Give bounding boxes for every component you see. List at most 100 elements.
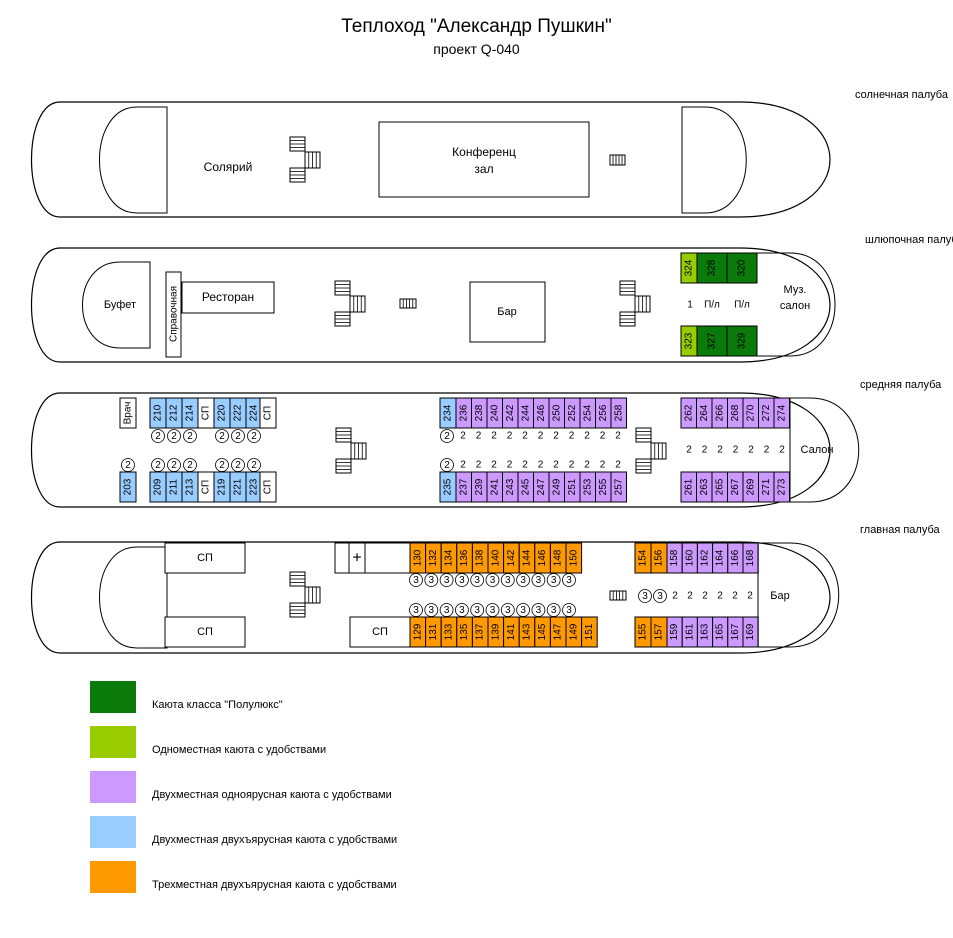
main-deck-cabin-number-136: 136: [459, 549, 470, 566]
sun-deck-bow-area: [681, 106, 747, 214]
boat-deck-buffet-label: Буфет: [104, 299, 136, 311]
main-deck-berth-mid-bottom-3: [454, 603, 469, 617]
legend-label-double-two-tier: Двухместная двухъярусная каюта с удобств…: [152, 834, 398, 846]
main-deck-berth-mid-bottom-5-label: 3: [490, 605, 496, 616]
main-deck-berth-mid-bottom-3-label: 3: [459, 605, 465, 616]
legend-label-semi-lux: Каюта класса "Полулюкс": [152, 699, 283, 711]
middle-deck-berth-aft-bottom-0-label: 2: [125, 460, 131, 471]
middle-deck-berth-aft-bottom-6: [247, 458, 261, 472]
middle-deck-cabin-number-273: 273: [776, 478, 787, 495]
boat-deck-bar: [469, 281, 546, 343]
middle-deck-cabin-number-255: 255: [598, 478, 609, 495]
boat-deck-cabin-number-324: 324: [684, 259, 695, 276]
middle-deck-cabin-number-221: 221: [233, 478, 244, 495]
boat-deck-salon-label-1: Муз.: [784, 284, 807, 296]
sun-deck-hull: [30, 101, 831, 218]
main-deck-cabin-number-161: 161: [684, 623, 695, 640]
main-deck-sp-label-1: СП: [197, 552, 213, 564]
deck-name-boat: шлюпочная палуба: [865, 234, 953, 246]
main-deck-berth-mid-top-6-label: 3: [505, 575, 511, 586]
middle-deck-sp-bottom-2: [259, 471, 277, 503]
middle-deck-berth-aft-bottom-4: [215, 458, 229, 472]
middle-deck-cabin-number-235: 235: [443, 478, 454, 495]
middle-deck-cabin-number-266: 266: [714, 404, 725, 421]
main-deck-cabin-number-132: 132: [428, 549, 439, 566]
main-deck-cabin-number-154: 154: [638, 549, 649, 566]
main-deck-cabin-number-149: 149: [568, 623, 579, 640]
middle-deck-cabin-number-246: 246: [536, 404, 547, 421]
boat-deck-bar-label: Бар: [497, 306, 516, 318]
main-deck-cabin-number-134: 134: [444, 549, 455, 566]
middle-deck-cabin-number-274: 274: [776, 404, 787, 421]
main-deck-cabin-number-129: 129: [412, 623, 423, 640]
main-deck-berth-mid-top-6: [500, 573, 515, 587]
main-deck-berth-mid-bottom-8-label: 3: [536, 605, 542, 616]
main-deck-sp-1: [164, 542, 246, 574]
boat-deck-ladder: [399, 298, 417, 309]
middle-deck-berth-mid-top-6: 2: [553, 431, 559, 442]
middle-deck-berth-mid-top-0: 2: [460, 431, 466, 442]
middle-deck-berth-aft-top-5: [247, 429, 261, 443]
boat-deck-cabin-329: [726, 325, 758, 357]
main-deck-berth-mid-top-7-label: 3: [520, 575, 526, 586]
middle-deck-berth-aft-top-1: [167, 429, 181, 443]
main-deck-berth-mid-top-3-label: 3: [459, 575, 465, 586]
middle-deck-berth-mid-top-1: 2: [476, 431, 482, 442]
middle-deck-berth-fwd-1: 2: [702, 445, 708, 456]
middle-deck-sp-label-3: СП: [201, 480, 212, 494]
main-deck-berth-fwd-5: 2: [747, 591, 753, 602]
main-deck-cabin-number-156: 156: [654, 549, 665, 566]
main-deck-berth-mid-top-2-label: 3: [444, 575, 450, 586]
middle-deck-cabin-number-203: 203: [123, 478, 134, 495]
main-deck-service-room: [334, 542, 411, 574]
middle-deck-salon-label: Салон: [801, 444, 834, 456]
boat-deck-cabin-number-328: 328: [707, 259, 718, 276]
middle-deck-berth-aft-top-3: [215, 429, 229, 443]
middle-deck-berth-mid-bottom-6: 2: [553, 460, 559, 471]
main-deck-cabin-number-138: 138: [475, 549, 486, 566]
page-subtitle: проект Q-040: [433, 41, 520, 57]
main-deck-stern-area: [99, 546, 168, 649]
main-deck-cabin-number-155: 155: [638, 623, 649, 640]
middle-deck-cabin-number-209: 209: [153, 478, 164, 495]
main-deck-berth-mid-bottom-6: [500, 603, 515, 617]
main-deck-berth-mid-bottom-6-label: 3: [505, 605, 511, 616]
middle-deck-cabin-number-238: 238: [474, 404, 485, 421]
main-deck-bar: [757, 542, 840, 648]
main-deck-cabin-number-169: 169: [745, 623, 756, 640]
main-deck-berth-mid-bottom-9-label: 3: [551, 605, 557, 616]
middle-deck-cabin-number-270: 270: [745, 404, 756, 421]
main-deck-cabin-number-164: 164: [715, 549, 726, 566]
main-deck-cabin-number-137: 137: [475, 623, 486, 640]
middle-deck-berth-mid-bottom-10: 2: [615, 460, 621, 471]
main-deck-berth-fwd-circle-2-label: 3: [657, 591, 663, 602]
middle-deck-berth-aft-top-3-label: 2: [219, 431, 225, 442]
legend-label-triple: Трехместная двухъярусная каюта с удобств…: [152, 879, 397, 891]
main-deck-cabin-number-147: 147: [553, 623, 564, 640]
middle-deck-berth-mid-top-5: 2: [538, 431, 544, 442]
middle-deck-berth-mid-bottom-0: 2: [460, 460, 466, 471]
legend-label-double-single-tier: Двухместная одноярусная каюта с удобства…: [152, 789, 392, 801]
boat-deck-salon-label-2: салон: [780, 300, 810, 312]
middle-deck-berth-mid-bottom-5: 2: [538, 460, 544, 471]
main-deck-cabin-number-165: 165: [715, 623, 726, 640]
main-deck-berth-mid-bottom-0: [409, 603, 423, 617]
boat-deck-cabin-number-329: 329: [737, 332, 748, 349]
middle-deck-berth-aft-top-5-label: 2: [251, 431, 257, 442]
main-deck-cabin-number-167: 167: [730, 623, 741, 640]
boat-deck-restaurant-label: Ресторан: [202, 290, 254, 304]
middle-deck-berth-mid-top-7: 2: [569, 431, 575, 442]
main-deck-sp-label-2: СП: [197, 626, 213, 638]
middle-deck-berth-aft-bottom-5-label: 2: [235, 460, 241, 471]
middle-deck-berth-aft-bottom-3-label: 2: [187, 460, 193, 471]
main-deck-cabin-number-133: 133: [444, 623, 455, 640]
middle-deck-cabin-number-263: 263: [699, 478, 710, 495]
middle-deck-cabin-number-267: 267: [730, 478, 741, 495]
boat-deck-cabin-number-327: 327: [707, 332, 718, 349]
middle-deck-berth-mid-bottom-8: 2: [584, 460, 590, 471]
main-deck-berth-mid-top-3: [454, 573, 469, 587]
main-deck-berth-mid-top-5: [485, 573, 500, 587]
main-deck-cabin-number-157: 157: [654, 623, 665, 640]
legend-swatch-double-single-tier: [90, 771, 136, 803]
main-deck-cabin-number-144: 144: [522, 549, 533, 566]
